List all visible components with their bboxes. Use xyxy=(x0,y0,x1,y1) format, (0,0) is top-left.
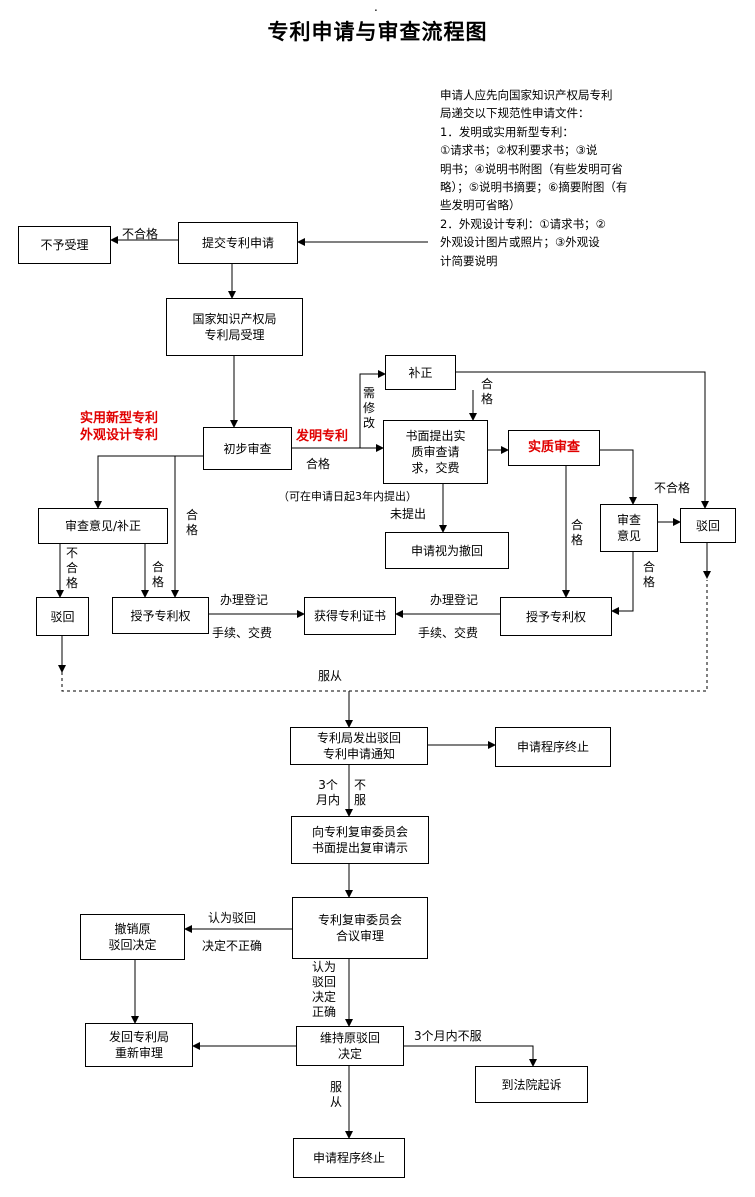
reject-notice-box: 专利局发出驳回 专利申请通知 xyxy=(290,727,428,765)
label-invention-patent: 发明专利 xyxy=(296,429,349,444)
deemed-withdrawn-box: 申请视为撤回 xyxy=(385,532,509,569)
label-qualified-correction: 合 格 xyxy=(481,377,494,406)
written-substantive-request-box: 书面提出实 质审查请 求，交费 xyxy=(383,420,488,484)
cnipa-acceptance-box: 国家知识产权局 专利局受理 xyxy=(166,298,303,356)
review-request-box: 向专利复审委员会 书面提出复审请示 xyxy=(291,816,429,864)
return-to-office-box: 发回专利局 重新审理 xyxy=(85,1023,193,1067)
court-lawsuit-box: 到法院起诉 xyxy=(475,1066,588,1103)
label-not-filed: 未提出 xyxy=(390,507,427,521)
label-register-right: 办理登记 xyxy=(430,593,479,607)
review-board-box: 专利复审委员会 合议审理 xyxy=(292,897,428,959)
label-need-modification: 需 修 改 xyxy=(363,386,376,430)
label-qualified-prelim: 合格 xyxy=(306,457,331,471)
label-comply: 服从 xyxy=(318,669,343,683)
label-register-left: 办理登记 xyxy=(220,593,269,607)
label-utility-design-patent: 实用新型专利 外观设计专利 xyxy=(80,411,159,443)
label-not-comply: 不 服 xyxy=(354,778,367,807)
label-deem-wrong-2: 决定不正确 xyxy=(202,939,263,953)
application-documents-note: 申请人应先向国家知识产权局专利 局递交以下规范性申请文件： 1．发明或实用新型专… xyxy=(440,88,628,268)
exam-opinion-correction-box: 审查意见/补正 xyxy=(38,508,168,544)
grant-patent-left-box: 授予专利权 xyxy=(112,597,209,634)
reject-left-box: 驳回 xyxy=(36,597,89,636)
label-three-months: 3个 月内 xyxy=(316,778,341,807)
correction-box: 补正 xyxy=(385,355,456,390)
label-within-3-years: （可在申请日起3年内提出） xyxy=(278,490,417,503)
submit-application-box: 提交专利申请 xyxy=(178,222,298,264)
label-unqualified-top: 不合格 xyxy=(122,227,159,241)
label-comply-bottom: 服 从 xyxy=(330,1080,343,1109)
label-qualified-substantive: 合 格 xyxy=(571,518,584,547)
label-qualified-left: 合 格 xyxy=(152,560,165,589)
label-deem-right: 认为 驳回 决定 正确 xyxy=(312,960,337,1019)
terminate-procedure-box-1: 申请程序终止 xyxy=(495,727,611,767)
label-unqualified-left: 不 合 格 xyxy=(66,546,79,590)
label-qualified-opinion-right: 合 格 xyxy=(643,560,656,589)
label-deem-wrong-1: 认为驳回 xyxy=(208,911,257,925)
label-unqualified-right: 不合格 xyxy=(654,481,691,495)
uphold-rejection-box: 维持原驳回 决定 xyxy=(296,1026,404,1066)
reject-right-box: 驳回 xyxy=(680,508,736,543)
page-title: 专利申请与审查流程图 xyxy=(267,20,488,44)
substantive-exam-box: 实质审查 xyxy=(508,430,600,466)
top-dot-mark: . xyxy=(374,0,378,14)
label-three-months-not-comply: 3个月内不服 xyxy=(414,1029,482,1043)
revoke-decision-box: 撤销原 驳回决定 xyxy=(80,914,185,960)
label-fee-left: 手续、交费 xyxy=(212,626,273,640)
terminate-procedure-box-2: 申请程序终止 xyxy=(293,1138,405,1178)
label-qualified-prelim-down: 合 格 xyxy=(186,508,199,537)
grant-patent-right-box: 授予专利权 xyxy=(500,597,612,636)
label-fee-right: 手续、交费 xyxy=(418,626,479,640)
not-accepted-box: 不予受理 xyxy=(18,226,111,264)
exam-opinion-right-box: 审查 意见 xyxy=(600,504,658,552)
preliminary-exam-box: 初步审查 xyxy=(203,427,292,470)
patent-certificate-box: 获得专利证书 xyxy=(304,597,396,635)
